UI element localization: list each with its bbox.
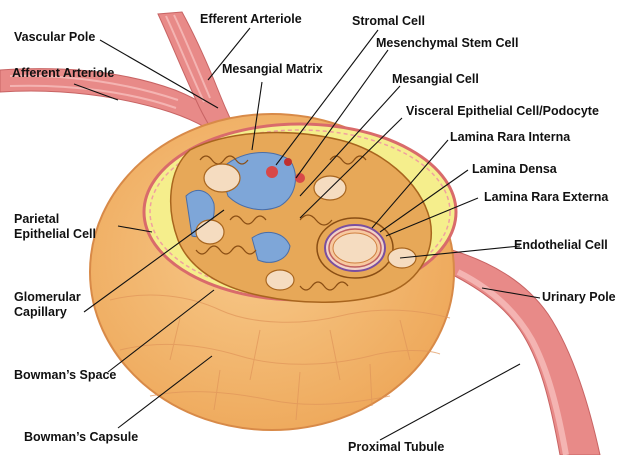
label-lamina-rara-interna: Lamina Rara Interna xyxy=(450,130,570,145)
label-parietal-epithelial-cell: Parietal Epithelial Cell xyxy=(14,212,96,242)
label-vascular-pole: Vascular Pole xyxy=(14,30,95,45)
label-urinary-pole: Urinary Pole xyxy=(542,290,616,305)
label-parietal-line2: Epithelial Cell xyxy=(14,227,96,242)
label-glomerular-capillary: Glomerular Capillary xyxy=(14,290,81,320)
label-efferent-arteriole: Efferent Arteriole xyxy=(200,12,302,27)
label-afferent-arteriole: Afferent Arteriole xyxy=(12,66,114,81)
proximal-tubule xyxy=(440,250,600,455)
label-bowmans-space: Bowman’s Space xyxy=(14,368,116,383)
label-mesangial-cell: Mesangial Cell xyxy=(392,72,479,87)
label-glomerular-line1: Glomerular xyxy=(14,290,81,305)
label-lamina-densa: Lamina Densa xyxy=(472,162,557,177)
label-glomerular-line2: Capillary xyxy=(14,305,81,320)
label-visceral-epithelial-cell: Visceral Epithelial Cell/Podocyte xyxy=(406,104,599,119)
label-parietal-line1: Parietal xyxy=(14,212,96,227)
label-mesenchymal-stem-cell: Mesenchymal Stem Cell xyxy=(376,36,518,51)
label-endothelial-cell: Endothelial Cell xyxy=(514,238,608,253)
label-mesangial-matrix: Mesangial Matrix xyxy=(222,62,323,77)
label-bowmans-capsule: Bowman’s Capsule xyxy=(24,430,138,445)
capillary-cross-section xyxy=(317,218,393,278)
label-lamina-rara-externa: Lamina Rara Externa xyxy=(484,190,608,205)
label-stromal-cell: Stromal Cell xyxy=(352,14,425,29)
label-proximal-tubule: Proximal Tubule xyxy=(348,440,444,455)
